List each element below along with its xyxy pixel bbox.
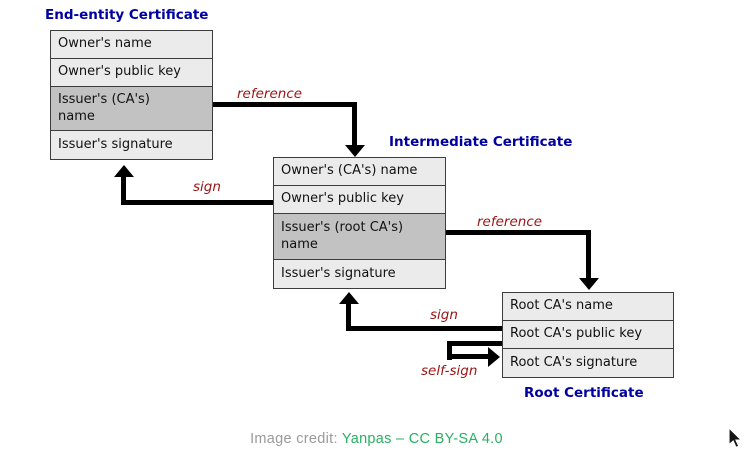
credit-prefix: Image credit: (250, 431, 338, 447)
image-credit-caption: Image credit:Yanpas – CC BY-SA 4.0 (0, 431, 753, 447)
reference-label-bottom: reference (477, 214, 543, 230)
cert-row-label: Owner's (CA's) name (281, 163, 418, 179)
cert-row-label: Owner's public key (58, 64, 181, 80)
cert-row-label: Root CA's public key (510, 326, 643, 342)
intermediate-certificate-title: Intermediate Certificate (389, 134, 573, 150)
cert-row-owners-public-key: Owner's public key (274, 186, 445, 214)
sign-label-top: sign (193, 179, 221, 195)
cert-row-label: Root CA's name (510, 298, 613, 314)
cert-row-label: Issuer's signature (58, 136, 173, 152)
intermediate-certificate-box: Owner's (CA's) name Owner's public key I… (273, 157, 446, 289)
self-sign-label: self-sign (421, 363, 478, 379)
cert-row-issuers-name: Issuer's (root CA's) name (274, 214, 445, 260)
cert-row-issuers-signature: Issuer's signature (274, 260, 445, 288)
arrowhead-down-icon (345, 145, 365, 157)
cert-row-owners-public-key: Owner's public key (51, 59, 212, 87)
sign-label-bottom: sign (430, 307, 458, 323)
end-entity-certificate-box: Owner's name Owner's public key Issuer's… (50, 30, 213, 160)
credit-link[interactable]: Yanpas – CC BY-SA 4.0 (341, 431, 503, 447)
reference-label-top: reference (237, 86, 303, 102)
cert-row-label: Owner's public key (281, 191, 404, 207)
cert-row-label: Issuer's (root CA's) name (281, 219, 404, 252)
root-certificate-title: Root Certificate (524, 385, 644, 401)
cert-row-label: Owner's name (58, 36, 152, 52)
end-entity-certificate-title: End-entity Certificate (45, 7, 209, 23)
cert-row-root-ca-signature: Root CA's signature (503, 349, 673, 377)
mouse-cursor-icon (726, 426, 744, 454)
cert-row-label: Issuer's (CA's) name (58, 91, 150, 124)
arrowhead-down-icon (579, 278, 599, 290)
cert-row-label: Issuer's signature (281, 265, 396, 281)
arrowhead-up-icon (339, 292, 359, 304)
cert-row-label: Root CA's signature (510, 354, 638, 370)
root-certificate-box: Root CA's name Root CA's public key Root… (502, 292, 674, 378)
cert-row-owners-name: Owner's name (51, 31, 212, 59)
cert-row-issuers-name: Issuer's (CA's) name (51, 87, 212, 131)
arrowhead-right-icon (488, 347, 500, 367)
cert-row-root-ca-name: Root CA's name (503, 293, 673, 321)
arrowhead-up-icon (114, 165, 134, 177)
cert-row-owners-name: Owner's (CA's) name (274, 158, 445, 186)
cert-row-root-ca-public-key: Root CA's public key (503, 321, 673, 349)
cert-row-issuers-signature: Issuer's signature (51, 131, 212, 159)
